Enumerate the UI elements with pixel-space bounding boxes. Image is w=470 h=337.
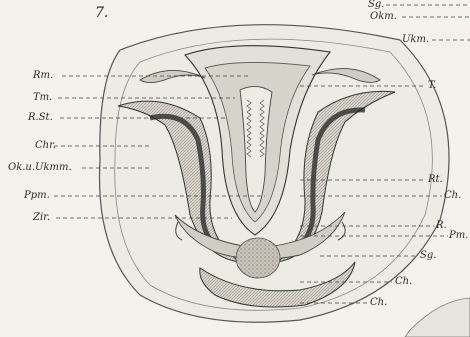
label-pm: Pm. bbox=[449, 231, 468, 241]
label-ch-low2: Ch. bbox=[370, 298, 387, 308]
label-okm-top: Okm. bbox=[370, 12, 397, 22]
label-sg-right: Sg. bbox=[420, 251, 436, 261]
label-zir: Zir. bbox=[33, 213, 50, 223]
label-rt: Rt. bbox=[428, 175, 443, 185]
label-ppm: Ppm. bbox=[24, 191, 50, 201]
label-sg-top: Sg. bbox=[368, 0, 384, 10]
label-tm: Tm. bbox=[33, 93, 52, 103]
label-ukm-top: Ukm. bbox=[402, 35, 429, 45]
label-rst: R.St. bbox=[28, 113, 53, 123]
label-chr: Chr. bbox=[35, 141, 56, 151]
label-r: R. bbox=[436, 221, 447, 231]
ganglion-blob bbox=[236, 238, 280, 278]
label-ch-right: Ch. bbox=[444, 191, 461, 201]
label-okukmm: Ok.u.Ukmm. bbox=[8, 163, 72, 173]
label-rm: Rm. bbox=[33, 71, 53, 81]
label-t: T. bbox=[428, 81, 436, 91]
label-ch-low1: Ch. bbox=[395, 277, 412, 287]
